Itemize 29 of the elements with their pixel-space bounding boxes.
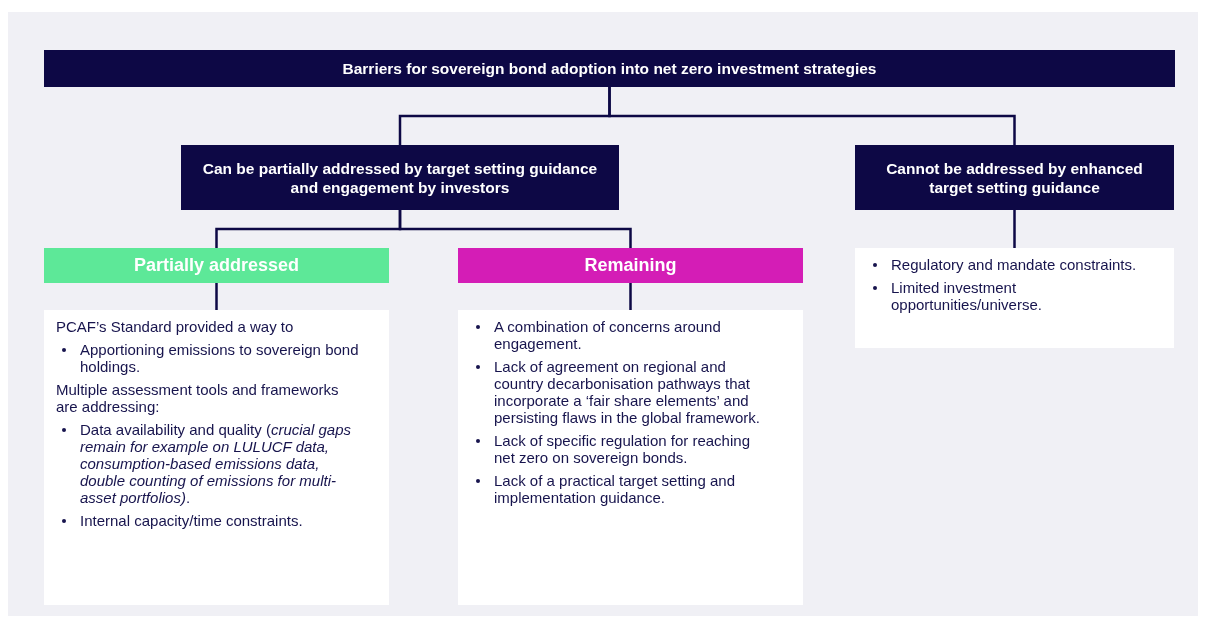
bullet-item: Lack of specific regulation for reaching net zero on sovereign bonds. <box>470 432 773 466</box>
heading: Partially addressed <box>132 256 301 275</box>
paragraph: PCAF’s Standard provided a way to <box>56 318 295 335</box>
connector-line <box>608 87 1016 145</box>
heading: Barriers for sovereign bond adoption into net zero investment strategies <box>341 59 878 78</box>
heading: Remaining <box>583 256 678 275</box>
category-box <box>855 145 1174 210</box>
status-header <box>458 248 803 283</box>
bullet-item: Lack of agreement on regional and country decarbonisation pathways that incorporate a ‘fair share elements’ and persisting flaws in the global framework. <box>470 358 773 426</box>
bullet-item: Apportioning emissions to sovereign bond holdings. <box>56 341 359 375</box>
connector-line <box>629 283 632 310</box>
heading: Cannot be addressed by enhanced target setting guidance <box>885 158 1144 197</box>
bullet-item: Regulatory and mandate constraints. <box>867 256 1144 273</box>
bullet-item: Limited investment opportunities/universe. <box>867 279 1144 313</box>
paragraph: Multiple assessment tools and frameworks are addressing: <box>56 381 340 415</box>
bullet-item: A combination of concerns around engagement. <box>470 318 773 352</box>
connector-line <box>1013 210 1016 248</box>
content-box <box>458 310 803 605</box>
category-box <box>181 145 619 210</box>
connector-line <box>398 210 632 248</box>
content-box <box>855 248 1174 348</box>
bullet-item: Internal capacity/time constraints. <box>56 512 359 529</box>
content-box <box>44 310 389 605</box>
heading: Can be partially addressed by target setting guidance and engagement by investors <box>201 158 599 197</box>
status-header <box>44 248 389 283</box>
connector-line <box>215 283 218 310</box>
bullet-item: Lack of a practical target setting and implementation guidance. <box>470 472 773 506</box>
bullet-item: Data availability and quality (crucial gaps remain for example on LULUCF data, consumption-based emissions data, double counting of emissions for multi-asset portfolios). <box>56 421 359 506</box>
title-box <box>44 50 1175 87</box>
